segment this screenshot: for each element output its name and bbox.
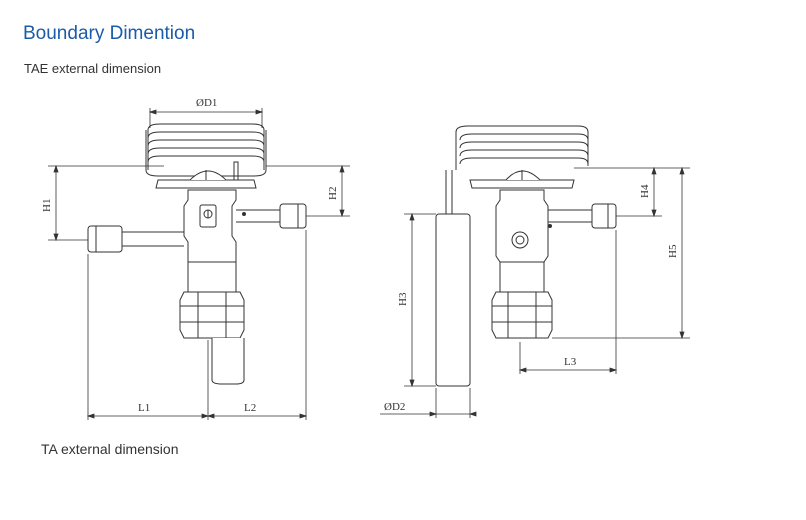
dim-label-h2: H2 <box>327 187 339 200</box>
dim-label-h1: H1 <box>41 199 53 212</box>
tae-valve-body <box>179 189 246 385</box>
dim-label-d2: ØD2 <box>384 401 405 413</box>
tae-diaphragm-head <box>155 161 257 189</box>
dim-label-d1: ØD1 <box>196 97 217 109</box>
tae-capillary-coil <box>145 123 267 177</box>
ta-diaphragm-head <box>469 170 575 189</box>
dim-label-l3: L3 <box>564 356 577 368</box>
ta-dimension-lines <box>380 166 690 418</box>
dim-label-l2: L2 <box>244 402 256 414</box>
dim-label-l1: L1 <box>138 402 150 414</box>
ta-capillary-coil <box>455 125 589 170</box>
ta-valve-drawing <box>380 125 690 418</box>
dim-label-h3: H3 <box>397 292 409 306</box>
tae-section-label: TAE external dimension <box>24 61 162 76</box>
page-title: Boundary Dimention <box>23 23 196 44</box>
ta-outlet-pipe <box>548 203 617 229</box>
dim-label-h4: H4 <box>639 184 651 198</box>
dim-label-h5: H5 <box>667 244 679 258</box>
tae-valve-drawing <box>48 108 350 420</box>
tae-dimension-lines <box>48 108 350 420</box>
tae-inlet-pipe <box>87 225 184 253</box>
ta-valve-body <box>491 189 553 339</box>
ta-section-label: TA external dimension <box>41 441 179 457</box>
tae-equalizer-pipe <box>236 203 307 229</box>
ta-sensing-bulb <box>435 170 471 387</box>
